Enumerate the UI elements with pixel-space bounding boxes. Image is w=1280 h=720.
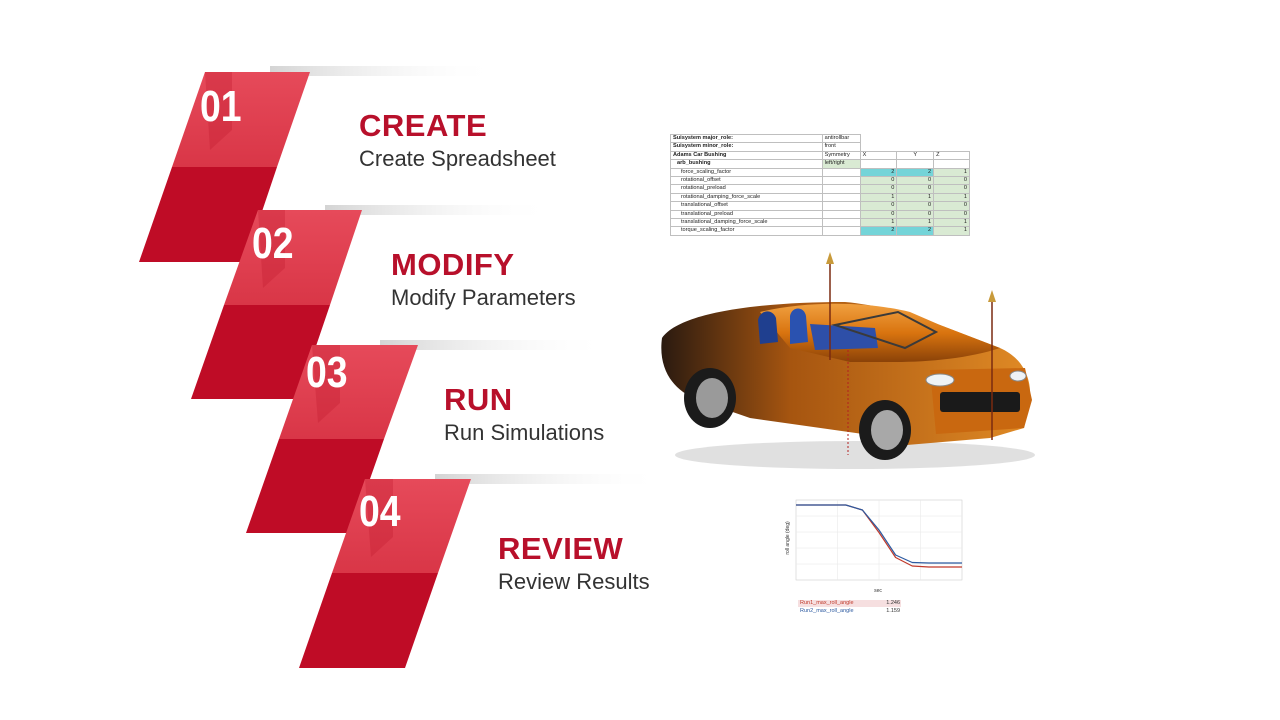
step-3-title: RUN xyxy=(444,382,513,417)
table-row: translational_preload 0 0 0 xyxy=(670,209,970,220)
sheet-header-cell: X xyxy=(859,150,898,161)
sheet-cell: 2 xyxy=(859,226,898,236)
roll-angle-chart: sec roll angle (deg) xyxy=(780,494,968,596)
sheet-cell: 2 xyxy=(859,167,898,178)
table-row: translational_offset 0 0 0 xyxy=(670,201,970,211)
legend-value: 1.159 xyxy=(886,608,900,614)
step-1-title: CREATE xyxy=(359,108,488,143)
step-1-banner xyxy=(139,66,500,262)
step-2-text: MODIFY Modify Parameters xyxy=(391,248,576,312)
step-2-subtitle: Modify Parameters xyxy=(391,285,576,310)
step-4-banner xyxy=(299,474,665,668)
sheet-cell: 1 xyxy=(896,218,935,228)
chart-series-line-2 xyxy=(796,504,962,564)
sheet-cell: rotational_offset xyxy=(670,176,823,186)
sheet-cell: antirollbar xyxy=(821,133,861,144)
sheet-cell: 1 xyxy=(859,218,898,228)
step-2-title: MODIFY xyxy=(391,247,515,282)
table-row: Suisystem minor_role: front xyxy=(670,142,970,152)
sheet-cell: force_scaling_factor xyxy=(670,167,823,178)
sheet-cell: front xyxy=(821,142,861,152)
sheet-cell: 0 xyxy=(859,184,898,194)
results-legend: Run1_max_roll_angle 1.246 Run2_max_roll_… xyxy=(798,600,901,616)
sheet-cell: 1 xyxy=(896,192,935,203)
sheet-cell: translational_preload xyxy=(670,209,823,220)
sheet-cell: rotational_preload xyxy=(670,184,823,194)
legend-label: Run1_max_roll_angle xyxy=(800,600,854,606)
sheet-cell: 0 xyxy=(896,201,935,211)
sheet-cell: 0 xyxy=(933,201,970,211)
convertible-car-illustration xyxy=(661,252,1035,469)
step-3-number: 03 xyxy=(306,347,348,397)
sheet-cell: left/right xyxy=(821,159,861,169)
step-3-subtitle: Run Simulations xyxy=(444,420,605,445)
step-3-banner xyxy=(246,340,610,533)
table-row: rotational_preload 0 0 0 xyxy=(670,184,970,194)
sheet-cell: 0 xyxy=(859,209,898,220)
step-3-text: RUN Run Simulations xyxy=(444,383,604,447)
table-row: Suisystem major_role: antirollbar xyxy=(670,133,970,144)
legend-value: 1.246 xyxy=(886,600,900,606)
table-row: rotational_offset 0 0 0 xyxy=(670,176,970,186)
step-1-subtitle: Create Spreadsheet xyxy=(359,146,556,171)
step-4-title: REVIEW xyxy=(498,531,624,566)
table-row: force_scaling_factor 2 2 1 xyxy=(670,167,970,178)
sheet-cell: 0 xyxy=(896,176,935,186)
step-4-subtitle: Review Results xyxy=(498,569,650,594)
step-1-number: 01 xyxy=(200,81,242,131)
step-2-number: 02 xyxy=(252,218,294,268)
step-4-number: 04 xyxy=(359,486,401,536)
sheet-cell: 0 xyxy=(933,209,970,220)
sheet-cell: Suisystem minor_role: xyxy=(670,142,823,152)
table-header-row: Adams Car Bushing Symmetry X Y Z xyxy=(670,150,970,161)
step-2-banner xyxy=(191,205,555,399)
chart-lines xyxy=(796,504,962,568)
step-4-text: REVIEW Review Results xyxy=(498,532,650,596)
sheet-cell: rotational_damping_force_scale xyxy=(670,192,823,203)
sheet-cell: translational_offset xyxy=(670,201,823,211)
legend-label: Run2_max_roll_angle xyxy=(800,608,854,614)
legend-item: Run2_max_roll_angle 1.159 xyxy=(798,608,901,615)
table-row: rotational_damping_force_scale 1 1 1 xyxy=(670,192,970,203)
table-row: arb_bushing left/right xyxy=(670,159,970,169)
sheet-cell: Suisystem major_role: xyxy=(670,133,823,144)
sheet-cell: 0 xyxy=(859,201,898,211)
sheet-header-cell: Symmetry xyxy=(821,150,861,161)
parameter-spreadsheet: Suisystem major_role: antirollbar Suisys… xyxy=(670,133,970,236)
chart-x-axis-label: sec xyxy=(874,588,882,594)
sheet-cell: 0 xyxy=(859,176,898,186)
sheet-cell: 1 xyxy=(859,192,898,203)
sheet-cell: 1 xyxy=(933,226,970,236)
sheet-cell: 2 xyxy=(896,226,935,236)
sheet-cell: 0 xyxy=(933,184,970,194)
table-row: torque_scaling_factor 2 2 1 xyxy=(670,226,970,236)
sheet-header-cell: Z xyxy=(933,150,970,161)
sheet-cell: 2 xyxy=(896,167,935,178)
sheet-cell: 0 xyxy=(896,209,935,220)
sheet-cell: 1 xyxy=(933,218,970,228)
sheet-header-cell: Adams Car Bushing xyxy=(670,150,823,161)
sheet-cell: 0 xyxy=(933,176,970,186)
sheet-cell: translational_damping_force_scale xyxy=(670,218,823,228)
chart-y-axis-label: roll angle (deg) xyxy=(785,521,791,555)
legend-item: Run1_max_roll_angle 1.246 xyxy=(798,600,901,607)
step-1-text: CREATE Create Spreadsheet xyxy=(359,109,556,173)
sheet-cell: 1 xyxy=(933,192,970,203)
sheet-cell: arb_bushing xyxy=(670,159,823,169)
table-row: translational_damping_force_scale 1 1 1 xyxy=(670,218,970,228)
sheet-header-cell: Y xyxy=(896,150,935,161)
sheet-cell: torque_scaling_factor xyxy=(670,226,823,236)
sheet-cell: 1 xyxy=(933,167,970,178)
sheet-cell: 0 xyxy=(896,184,935,194)
